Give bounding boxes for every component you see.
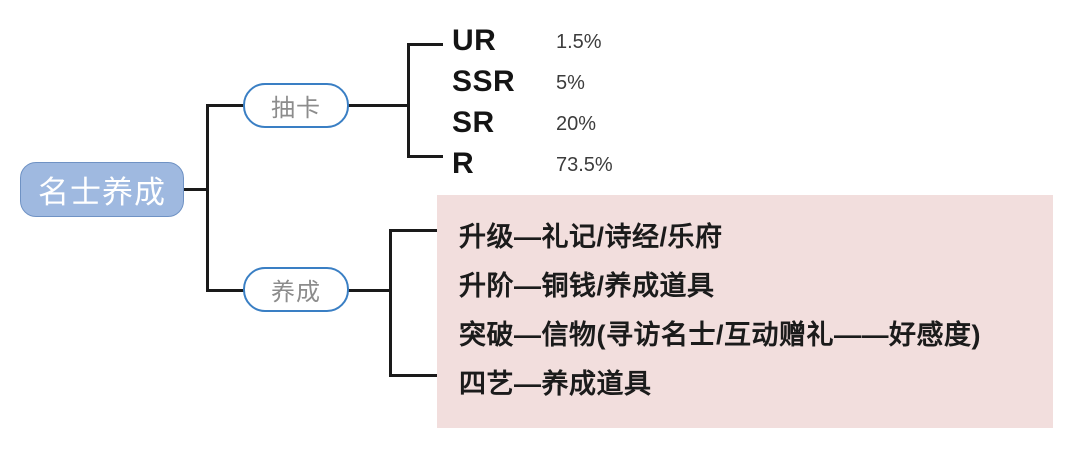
rarity-row-ur: UR 1.5% xyxy=(452,22,692,63)
rarity-label-ssr: SSR xyxy=(452,65,516,98)
raise-item-four-arts: 四艺—养成道具 xyxy=(459,369,652,399)
rarity-row-sr: SR 20% xyxy=(452,104,692,145)
root-node[interactable]: 名士养成 xyxy=(20,162,184,217)
connector-root-stub xyxy=(184,188,209,191)
connector-gacha-top xyxy=(407,43,443,46)
connector-raise-stub xyxy=(348,289,391,292)
rarity-label-sr: SR xyxy=(452,106,495,139)
branch-node-gacha-label: 抽卡 xyxy=(271,95,321,122)
rarity-row-r: R 73.5% xyxy=(452,145,692,186)
connector-raise-top xyxy=(389,229,438,232)
connector-gacha-vertical xyxy=(407,43,410,158)
rarity-value-r: 73.5% xyxy=(556,154,613,176)
rarity-row-ssr: SSR 5% xyxy=(452,63,692,104)
connector-raise-bottom xyxy=(389,374,438,377)
raise-item-upgrade: 升级—礼记/诗经/乐府 xyxy=(459,222,723,252)
branch-node-raise[interactable]: 养成 xyxy=(243,267,349,312)
connector-gacha-stub xyxy=(348,104,409,107)
rarity-value-ssr: 5% xyxy=(556,72,585,94)
branch-node-gacha[interactable]: 抽卡 xyxy=(243,83,349,128)
connector-raise-vertical xyxy=(389,229,392,377)
raise-details-list: 升级—礼记/诗经/乐府 升阶—铜钱/养成道具 突破—信物(寻访名士/互动赠礼——… xyxy=(459,213,1043,409)
rarity-value-sr: 20% xyxy=(556,113,597,135)
raise-item-advance: 升阶—铜钱/养成道具 xyxy=(459,271,715,301)
rarity-label-ur: UR xyxy=(452,24,497,57)
raise-item-breakthrough: 突破—信物(寻访名士/互动赠礼——好感度) xyxy=(459,320,981,350)
connector-main-vertical xyxy=(206,104,209,292)
branch-node-raise-label: 养成 xyxy=(271,279,321,306)
rarity-value-ur: 1.5% xyxy=(556,31,602,53)
connector-main-to-gacha xyxy=(206,104,245,107)
rarity-label-r: R xyxy=(452,147,475,180)
gacha-rarity-list: UR 1.5% SSR 5% SR 20% R 73.5% xyxy=(452,22,692,186)
raise-details-panel: 升级—礼记/诗经/乐府 升阶—铜钱/养成道具 突破—信物(寻访名士/互动赠礼——… xyxy=(437,195,1053,428)
connector-gacha-bottom xyxy=(407,155,443,158)
connector-main-to-raise xyxy=(206,289,245,292)
root-node-label: 名士养成 xyxy=(38,175,166,210)
